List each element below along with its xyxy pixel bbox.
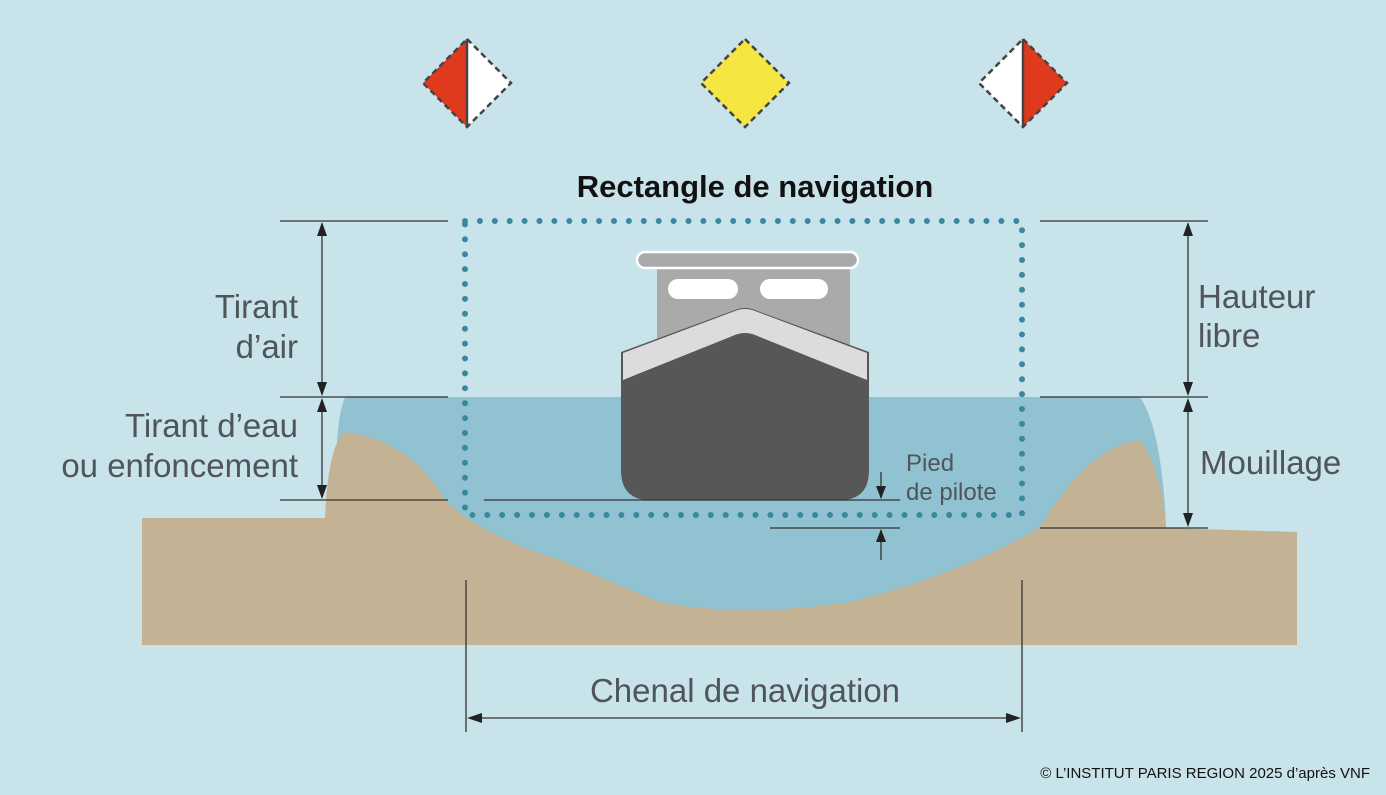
window-icon — [760, 279, 828, 299]
arrow-down-icon — [876, 486, 886, 499]
arrow-up-icon — [1183, 398, 1193, 412]
riverbed-land — [142, 432, 1297, 645]
right-dimensions — [1040, 220, 1208, 529]
navigation-rectangle — [462, 218, 1025, 518]
boat — [621, 250, 869, 500]
arrow-up-icon — [317, 222, 327, 236]
pied-de-pilote-dimension — [484, 472, 900, 560]
label-tirant-air-1: Tirant — [215, 288, 298, 325]
signal-right-white-red — [977, 37, 1069, 129]
diagram-title: Rectangle de navigation — [577, 169, 934, 204]
label-tirant-eau-2: ou enfoncement — [61, 447, 298, 484]
arrow-up-icon — [317, 398, 327, 412]
chenal-dimension — [465, 580, 1023, 732]
arrow-down-icon — [1183, 513, 1193, 527]
arrow-down-icon — [1183, 382, 1193, 396]
arrow-down-icon — [317, 485, 327, 499]
arrow-down-icon — [317, 382, 327, 396]
label-pied-pilote-1: Pied — [906, 450, 954, 477]
left-dimensions — [280, 220, 448, 501]
label-chenal: Chenal de navigation — [590, 672, 900, 709]
label-tirant-air-2: d’air — [236, 328, 298, 365]
arrow-left-icon — [467, 713, 482, 723]
copyright: © L’INSTITUT PARIS REGION 2025 d’après V… — [1040, 765, 1370, 782]
label-pied-pilote-2: de pilote — [906, 479, 997, 506]
label-tirant-eau-1: Tirant d’eau — [125, 407, 298, 444]
label-mouillage: Mouillage — [1200, 444, 1341, 481]
label-hauteur-libre-2: libre — [1198, 317, 1260, 354]
window-icon — [668, 279, 738, 299]
signal-left-red-white — [421, 37, 513, 129]
label-hauteur-libre-1: Hauteur — [1198, 278, 1315, 315]
arrow-up-icon — [1183, 222, 1193, 236]
arrow-up-icon — [876, 529, 886, 542]
arrow-right-icon — [1006, 713, 1021, 723]
signal-center-yellow — [699, 37, 791, 129]
